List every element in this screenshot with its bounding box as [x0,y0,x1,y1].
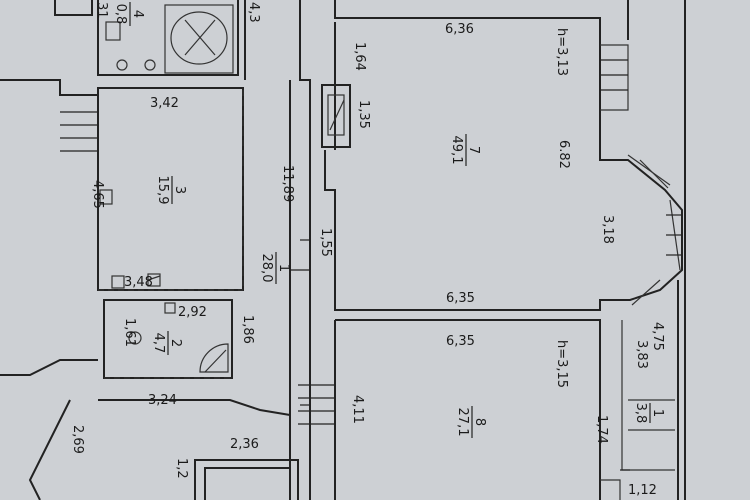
bathroom-fixtures-icon [105,21,156,71]
dim-h-3-15: h=3,15 [554,340,569,388]
dim-2-69: 2,69 [70,425,85,454]
room-label-small: 1 3,8 [633,403,665,424]
dim-6-82: 6.82 [556,140,571,169]
room-3-number: 3 [172,186,187,194]
dim-4-75: 4,75 [650,322,665,351]
room-label-1: 1 28,0 [259,252,291,284]
dim-6-35-bottom: 6,35 [446,334,475,349]
dim-6-36: 6,36 [445,22,474,37]
dim-4-65: 4,65 [90,180,105,209]
room-8-area: 27,1 [455,408,470,437]
room-label-3: 3 15,9 [155,176,187,205]
dim-3-18: 3,18 [600,215,615,244]
dim-h-3-13: h=3,13 [554,28,569,76]
dim-1-64: 1,64 [352,42,367,71]
dim-31: 31 [94,2,109,19]
room-label-2: 2 4,7 [151,331,183,355]
dashed-partitions [98,90,244,379]
dim-11-89: 11,89 [280,165,295,202]
dim-1-61: 1,61 [122,318,137,347]
dim-6-35-top: 6,35 [446,291,475,306]
room-label-8: 8 27,1 [455,406,487,438]
bathtub-icon [164,4,234,74]
dim-1-86: 1,86 [240,315,255,344]
dim-2-92: 2,92 [178,305,207,320]
room-3-area: 15,9 [155,176,170,205]
walls [0,0,686,500]
dim-1-74: 1,74 [594,415,609,444]
dim-3-24: 3,24 [148,393,177,408]
dim-1-55: 1,55 [318,228,333,257]
dim-1-12: 1,12 [628,483,657,498]
dim-3-83: 3,83 [634,340,649,369]
small-room-area: 3,8 [633,403,648,424]
dim-1-35: 1,35 [356,100,371,129]
ventilation-shaft-icon [321,84,351,148]
dim-2-36: 2,36 [230,437,259,452]
dim-4-3: 4,3 [246,2,261,23]
room-label-7: 7 49,1 [449,134,481,166]
room-label-4: 4 0,8 [113,2,145,26]
room-4-number: 4 [130,10,145,18]
dim-4-11: 4,11 [350,395,365,424]
room-2-number: 2 [168,339,183,347]
room-1-number: 1 [276,264,291,272]
appliance-icons [99,189,229,373]
room-1-area: 28,0 [259,254,274,283]
room-7-area: 49,1 [449,136,464,165]
room-4-area: 0,8 [113,4,128,25]
stair-hatches [60,59,682,425]
door-marks [290,269,630,471]
small-room-number: 1 [650,409,665,417]
vertical-dimension-labels: 4,65 1,61 1,86 11,89 1,64 1,35 1,55 h=3,… [70,2,665,479]
room-2-area: 4,7 [151,333,166,354]
dim-1-2: 1,2 [174,458,189,479]
room-7-number: 7 [466,146,481,154]
dim-3-48: 3,48 [124,275,153,290]
room-8-number: 8 [472,418,487,426]
dimension-labels: 3,42 3,48 2,92 3,24 6,36 6,35 6,35 2,36 … [124,22,657,498]
dim-3-42: 3,42 [150,96,179,111]
